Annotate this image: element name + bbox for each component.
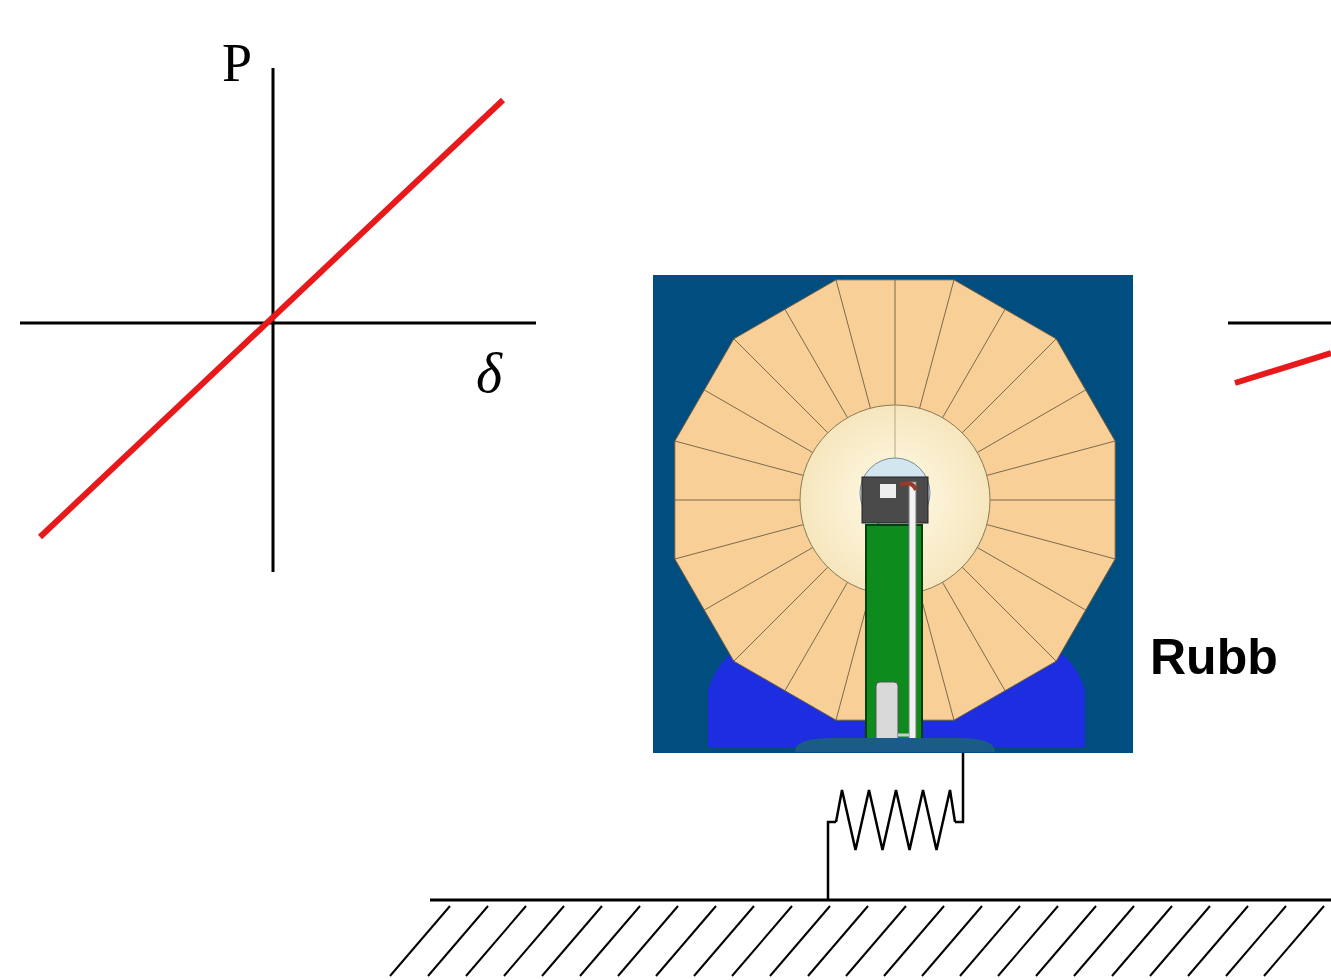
hatch-stroke [884, 906, 944, 976]
segment-line [734, 339, 828, 433]
delta-axis [20, 322, 536, 325]
hatch-stroke [846, 906, 906, 976]
segment-line [943, 582, 1006, 690]
axis [1228, 322, 1331, 325]
segment-line [962, 339, 1056, 433]
segment-line [785, 309, 848, 417]
hatch-stroke [1074, 906, 1134, 976]
hatch-stroke [922, 906, 982, 976]
bore [860, 458, 930, 528]
spring-coil [836, 790, 955, 850]
partial-graph [1228, 323, 1331, 383]
cylinder [876, 682, 898, 742]
segment-line [734, 567, 828, 661]
segment-line [675, 500, 800, 501]
hatch-stroke [542, 906, 602, 976]
hatch-stroke [694, 906, 754, 976]
inner-window [880, 484, 896, 498]
segment-line [987, 441, 1115, 475]
segment-line [987, 525, 1115, 559]
hatch-stroke [998, 906, 1058, 976]
segment-line [990, 500, 1115, 501]
axis-label: δ [476, 345, 502, 401]
base-pad [795, 738, 995, 752]
segment-line [675, 525, 803, 559]
ground-symbol [390, 900, 1331, 976]
hatch-stroke [960, 906, 1020, 976]
segment-line [977, 548, 1085, 611]
curve [1235, 353, 1331, 383]
picture-background [653, 275, 1133, 753]
segment-line [977, 390, 1085, 453]
pipe-bend [900, 483, 916, 490]
segment-line [920, 592, 954, 720]
hatch-stroke [428, 906, 488, 976]
segment-line [704, 548, 812, 611]
segment-line [920, 280, 954, 408]
hatch-stroke [732, 906, 792, 976]
segment-line [962, 567, 1056, 661]
segment-line [943, 309, 1006, 417]
hatch-stroke [808, 906, 868, 976]
segment-line [704, 390, 812, 453]
segment-line [785, 582, 848, 690]
hatch-stroke [466, 906, 526, 976]
spring-symbol [828, 753, 963, 900]
split-line [895, 405, 896, 462]
segment-line [675, 441, 803, 475]
hatch-stroke [390, 906, 450, 976]
detector-picture [653, 275, 1133, 753]
material-label: Rubb [1150, 632, 1278, 682]
pipe-joint [898, 734, 909, 737]
hatch-stroke [618, 906, 678, 976]
hatch-stroke [1226, 906, 1286, 976]
hatch-stroke [1188, 906, 1248, 976]
axis-label: P [222, 36, 252, 90]
hatch-stroke [1150, 906, 1210, 976]
load-deflection-graph [20, 68, 536, 572]
hatch-stroke [1036, 906, 1096, 976]
hatch-stroke [1112, 906, 1172, 976]
segment-line [836, 280, 870, 408]
hatch-stroke [656, 906, 716, 976]
pipe [909, 482, 916, 740]
hatch-stroke [1264, 906, 1324, 976]
inner-block [862, 477, 928, 523]
linear-curve [40, 100, 503, 537]
hatch-stroke [504, 906, 564, 976]
hatch-stroke [770, 906, 830, 976]
hatch-stroke [580, 906, 640, 976]
segment-line [895, 280, 896, 405]
